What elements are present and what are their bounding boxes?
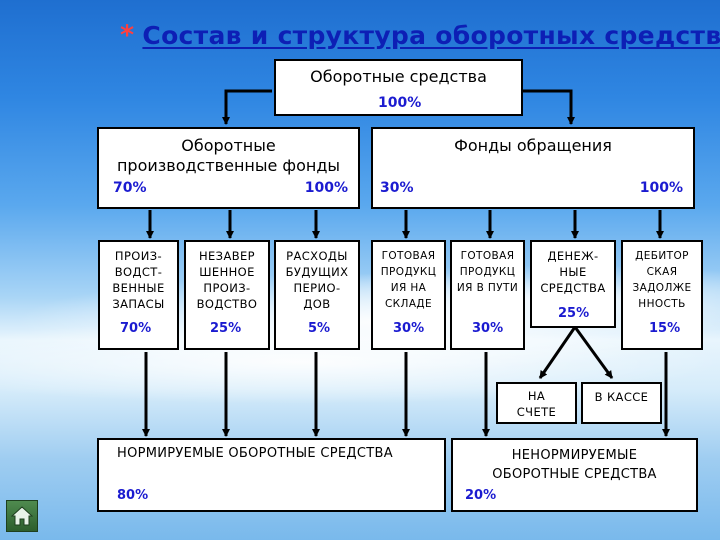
box-goods-warehouse: ГОТОВАЯ ПРОДУКЦ ИЯ НА СКЛАДЕ 30%: [371, 240, 446, 350]
box-production-funds: Оборотные производственные фонды 70% 100…: [97, 127, 360, 209]
box-normalized-capital-label: НОРМИРУЕМЫЕ ОБОРОТНЫЕ СРЕДСТВА: [117, 446, 393, 461]
page-title: *Состав и структура оборотных средств: [120, 20, 720, 51]
box-cash-label: ДЕНЕЖ-НЫЕ СРЕДСТВА: [540, 249, 606, 295]
box-circulation-funds-label: Фонды обращения: [454, 136, 612, 155]
box-future-expenses-label: РАСХОДЫ БУДУЩИХ ПЕРИО-ДОВ: [285, 249, 349, 311]
box-production-funds-label: Оборотные производственные фонды: [116, 136, 341, 175]
box-goods-transit-label: ГОТОВАЯ ПРОДУКЦ ИЯ В ПУТИ: [456, 250, 519, 294]
box-future-expenses: РАСХОДЫ БУДУЩИХ ПЕРИО-ДОВ 5%: [274, 240, 360, 350]
box-cash-account-label: НА СЧЕТЕ: [516, 389, 557, 419]
box-normalized-capital-pct: 80%: [117, 488, 149, 503]
home-icon: [11, 506, 33, 526]
home-button[interactable]: [6, 500, 38, 532]
box-production-stocks-pct: 70%: [120, 321, 152, 336]
box-nonnormalized-capital: НЕНОРМИРУЕМЫЕ ОБОРОТНЫЕ СРЕДСТВА 20%: [451, 438, 698, 512]
box-production-funds-pct-right: 100%: [304, 180, 348, 196]
box-goods-transit-pct: 30%: [472, 321, 504, 336]
box-cash-account: НА СЧЕТЕ: [496, 382, 577, 424]
box-nonnormalized-capital-pct: 20%: [465, 488, 497, 503]
title-text: Состав и структура оборотных средств: [142, 21, 720, 50]
box-goods-warehouse-pct: 30%: [393, 321, 425, 336]
box-unfinished-production: НЕЗАВЕР ШЕННОЕ ПРОИЗ-ВОДСТВО 25%: [184, 240, 270, 350]
box-production-funds-pct-left: 70%: [113, 180, 147, 196]
box-receivables: ДЕБИТОР СКАЯ ЗАДОЛЖЕ ННОСТЬ 15%: [621, 240, 703, 350]
box-future-expenses-pct: 5%: [308, 321, 331, 336]
box-cash-pct: 25%: [558, 306, 590, 321]
box-cash: ДЕНЕЖ-НЫЕ СРЕДСТВА 25%: [530, 240, 616, 328]
box-goods-transit: ГОТОВАЯ ПРОДУКЦ ИЯ В ПУТИ 30%: [450, 240, 525, 350]
box-cash-register: В КАССЕ: [581, 382, 662, 424]
box-goods-warehouse-label: ГОТОВАЯ ПРОДУКЦ ИЯ НА СКЛАДЕ: [380, 250, 437, 310]
box-normalized-capital: НОРМИРУЕМЫЕ ОБОРОТНЫЕ СРЕДСТВА 80%: [97, 438, 446, 512]
box-working-capital-label: Оборотные средства: [310, 67, 487, 86]
box-circulation-funds: Фонды обращения 30% 100%: [371, 127, 695, 209]
box-production-stocks: ПРОИЗ-ВОДСТ-ВЕННЫЕ ЗАПАСЫ 70%: [98, 240, 179, 350]
box-circulation-funds-pct-right: 100%: [639, 180, 683, 196]
title-bullet: *: [120, 20, 135, 51]
box-receivables-pct: 15%: [649, 321, 681, 336]
box-production-stocks-label: ПРОИЗ-ВОДСТ-ВЕННЫЕ ЗАПАСЫ: [112, 249, 165, 311]
box-unfinished-production-label: НЕЗАВЕР ШЕННОЕ ПРОИЗ-ВОДСТВО: [196, 249, 258, 311]
box-unfinished-production-pct: 25%: [210, 321, 242, 336]
box-nonnormalized-capital-label: НЕНОРМИРУЕМЫЕ ОБОРОТНЫЕ СРЕДСТВА: [492, 448, 657, 482]
arrow-cash-to-register: [573, 326, 614, 379]
box-circulation-funds-pct-left: 30%: [380, 180, 414, 196]
box-cash-register-label: В КАССЕ: [594, 390, 649, 404]
arrow-root-to-circulation: [523, 89, 575, 125]
box-working-capital-pct: 100%: [378, 95, 422, 111]
arrow-cash-to-account: [538, 326, 577, 379]
box-receivables-label: ДЕБИТОР СКАЯ ЗАДОЛЖЕ ННОСТЬ: [632, 250, 692, 310]
box-working-capital: Оборотные средства 100%: [274, 59, 523, 116]
arrow-root-to-production: [222, 89, 272, 125]
